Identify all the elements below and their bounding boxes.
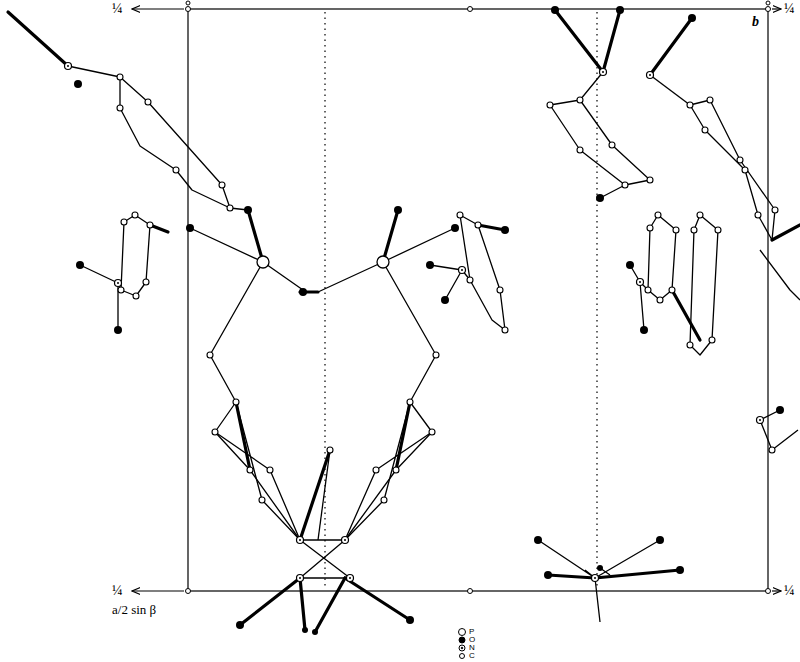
axis-fraction: ¼ xyxy=(784,1,795,17)
legend-label: N xyxy=(469,644,475,652)
oxygen-atom xyxy=(74,6,784,635)
axis-arrow xyxy=(132,9,781,591)
dotted-axis xyxy=(325,12,597,588)
nitrogen-dot xyxy=(67,65,761,579)
legend-label: C xyxy=(469,652,475,660)
carbon-atom xyxy=(117,74,778,503)
phosphorus-atom xyxy=(257,256,389,268)
bond xyxy=(68,66,800,622)
axis-fraction: ¼ xyxy=(112,1,123,17)
axis-name: a/2 sin β xyxy=(112,602,156,618)
unit-cell xyxy=(188,9,768,591)
axis-fraction: ¼ xyxy=(112,583,123,599)
legend-symbol xyxy=(459,629,466,659)
symmetry-centre xyxy=(186,1,771,594)
legend-label: O xyxy=(469,636,475,644)
wedge-bond xyxy=(8,10,800,632)
nitrogen-atom xyxy=(65,63,764,582)
legend-label: P xyxy=(469,628,474,636)
axis-name: b xyxy=(752,14,759,30)
axis-fraction: ¼ xyxy=(784,583,795,599)
